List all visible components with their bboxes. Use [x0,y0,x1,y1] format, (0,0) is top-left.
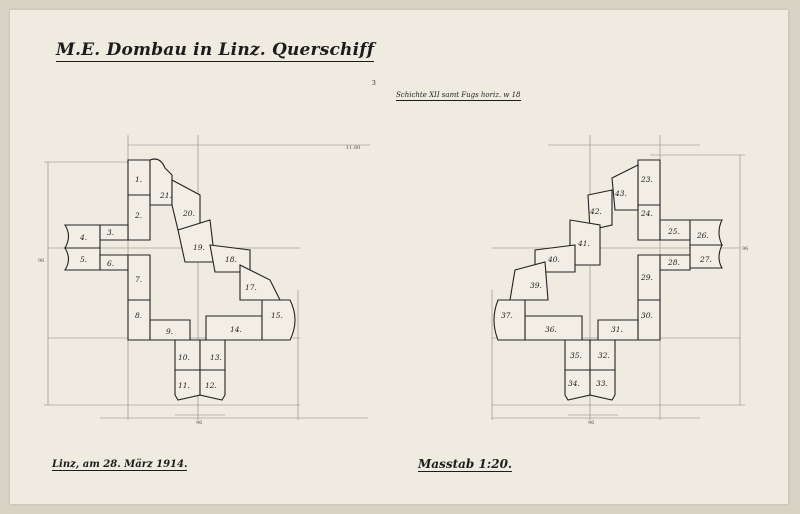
stone-outline [509,261,549,301]
drawing-scale: Masstab 1:20. [418,457,513,472]
stone-label: 24. [640,209,653,218]
stone-label: 3. [107,228,114,237]
stone-label: 13. [210,353,222,362]
stone-label: 15. [271,311,283,320]
drawing-subtitle: Schichte XII samt Fugs horiz. w 18 [396,91,521,101]
stone-label: 37. [501,311,513,320]
stone-label: 11. [178,381,190,390]
stone-outline [63,247,101,271]
stone-outline [171,179,201,231]
stone-outline [127,299,151,341]
stone-outline [174,369,201,401]
stone-label: 28. [667,258,680,267]
right-plan-labels: 23. 24. 25. 26. 27. 28. 29. 30. 31. 32. … [501,175,712,388]
stone-label: 4. [79,233,87,242]
stone-label: 41. [577,239,590,248]
stone-label: 6. [107,259,114,268]
stone-label: 10. [178,353,190,362]
dim-left-side: 96 [38,258,44,264]
stone-outline [564,369,591,401]
stone-label: 20. [182,209,195,218]
dim-right-side: 96 [742,246,748,252]
page-mark: 3 [372,80,376,87]
stone-label: 35. [570,351,582,360]
stone-outline [689,244,723,269]
stone-label: 27. [699,255,712,264]
stone-outline [637,299,661,341]
stone-label: 29. [640,273,653,282]
stone-label: 2. [134,211,142,220]
stone-label: 9. [166,327,173,336]
dim-top-width: 11.80 [346,145,360,151]
stone-label: 32. [598,351,610,360]
stone-outline [199,369,226,401]
stone-label: 19. [193,243,205,252]
stone-label: 12. [205,381,217,390]
stone-label: 7. [135,275,142,284]
stone-outline [261,299,296,341]
stone-label: 36. [545,325,557,334]
stone-label: 26. [696,231,709,240]
stone-label: 31. [611,325,623,334]
stone-label: 25. [667,227,680,236]
left-plan-labels: 1. 2. 3. 4. 5. 6. 7. 8. 9. 10. 11. 12. 1… [79,175,283,390]
drawing-date: Linz, am 28. März 1914. [52,459,188,471]
stone-label: 40. [547,255,560,264]
stone-outline [597,319,639,341]
stone-label: 18. [225,255,237,264]
stone-label: 30. [641,311,653,320]
stone-outline [99,224,129,241]
dim-right-bottom: 96 [588,420,594,426]
stone-label: 21. [159,191,172,200]
stone-label: 8. [135,311,142,320]
stone-label: 23. [640,175,653,184]
stone-label: 34. [568,379,580,388]
stone-label: 43. [614,189,627,198]
stone-label: 42. [589,207,602,216]
right-plan [493,159,723,401]
drawing-title: M.E. Dombau in Linz. Querschiff [56,40,375,62]
stone-outline [493,299,526,341]
stone-label: 5. [80,255,87,264]
left-plan [63,158,296,401]
stone-outline [587,189,613,231]
stone-label: 14. [230,325,242,334]
stone-label: 1. [135,175,142,184]
stone-outline [589,369,616,401]
stone-label: 39. [530,281,542,290]
stone-label: 17. [245,283,257,292]
dim-left-bottom: 96 [196,420,202,426]
stone-outline [611,164,639,211]
stone-label: 33. [596,379,608,388]
